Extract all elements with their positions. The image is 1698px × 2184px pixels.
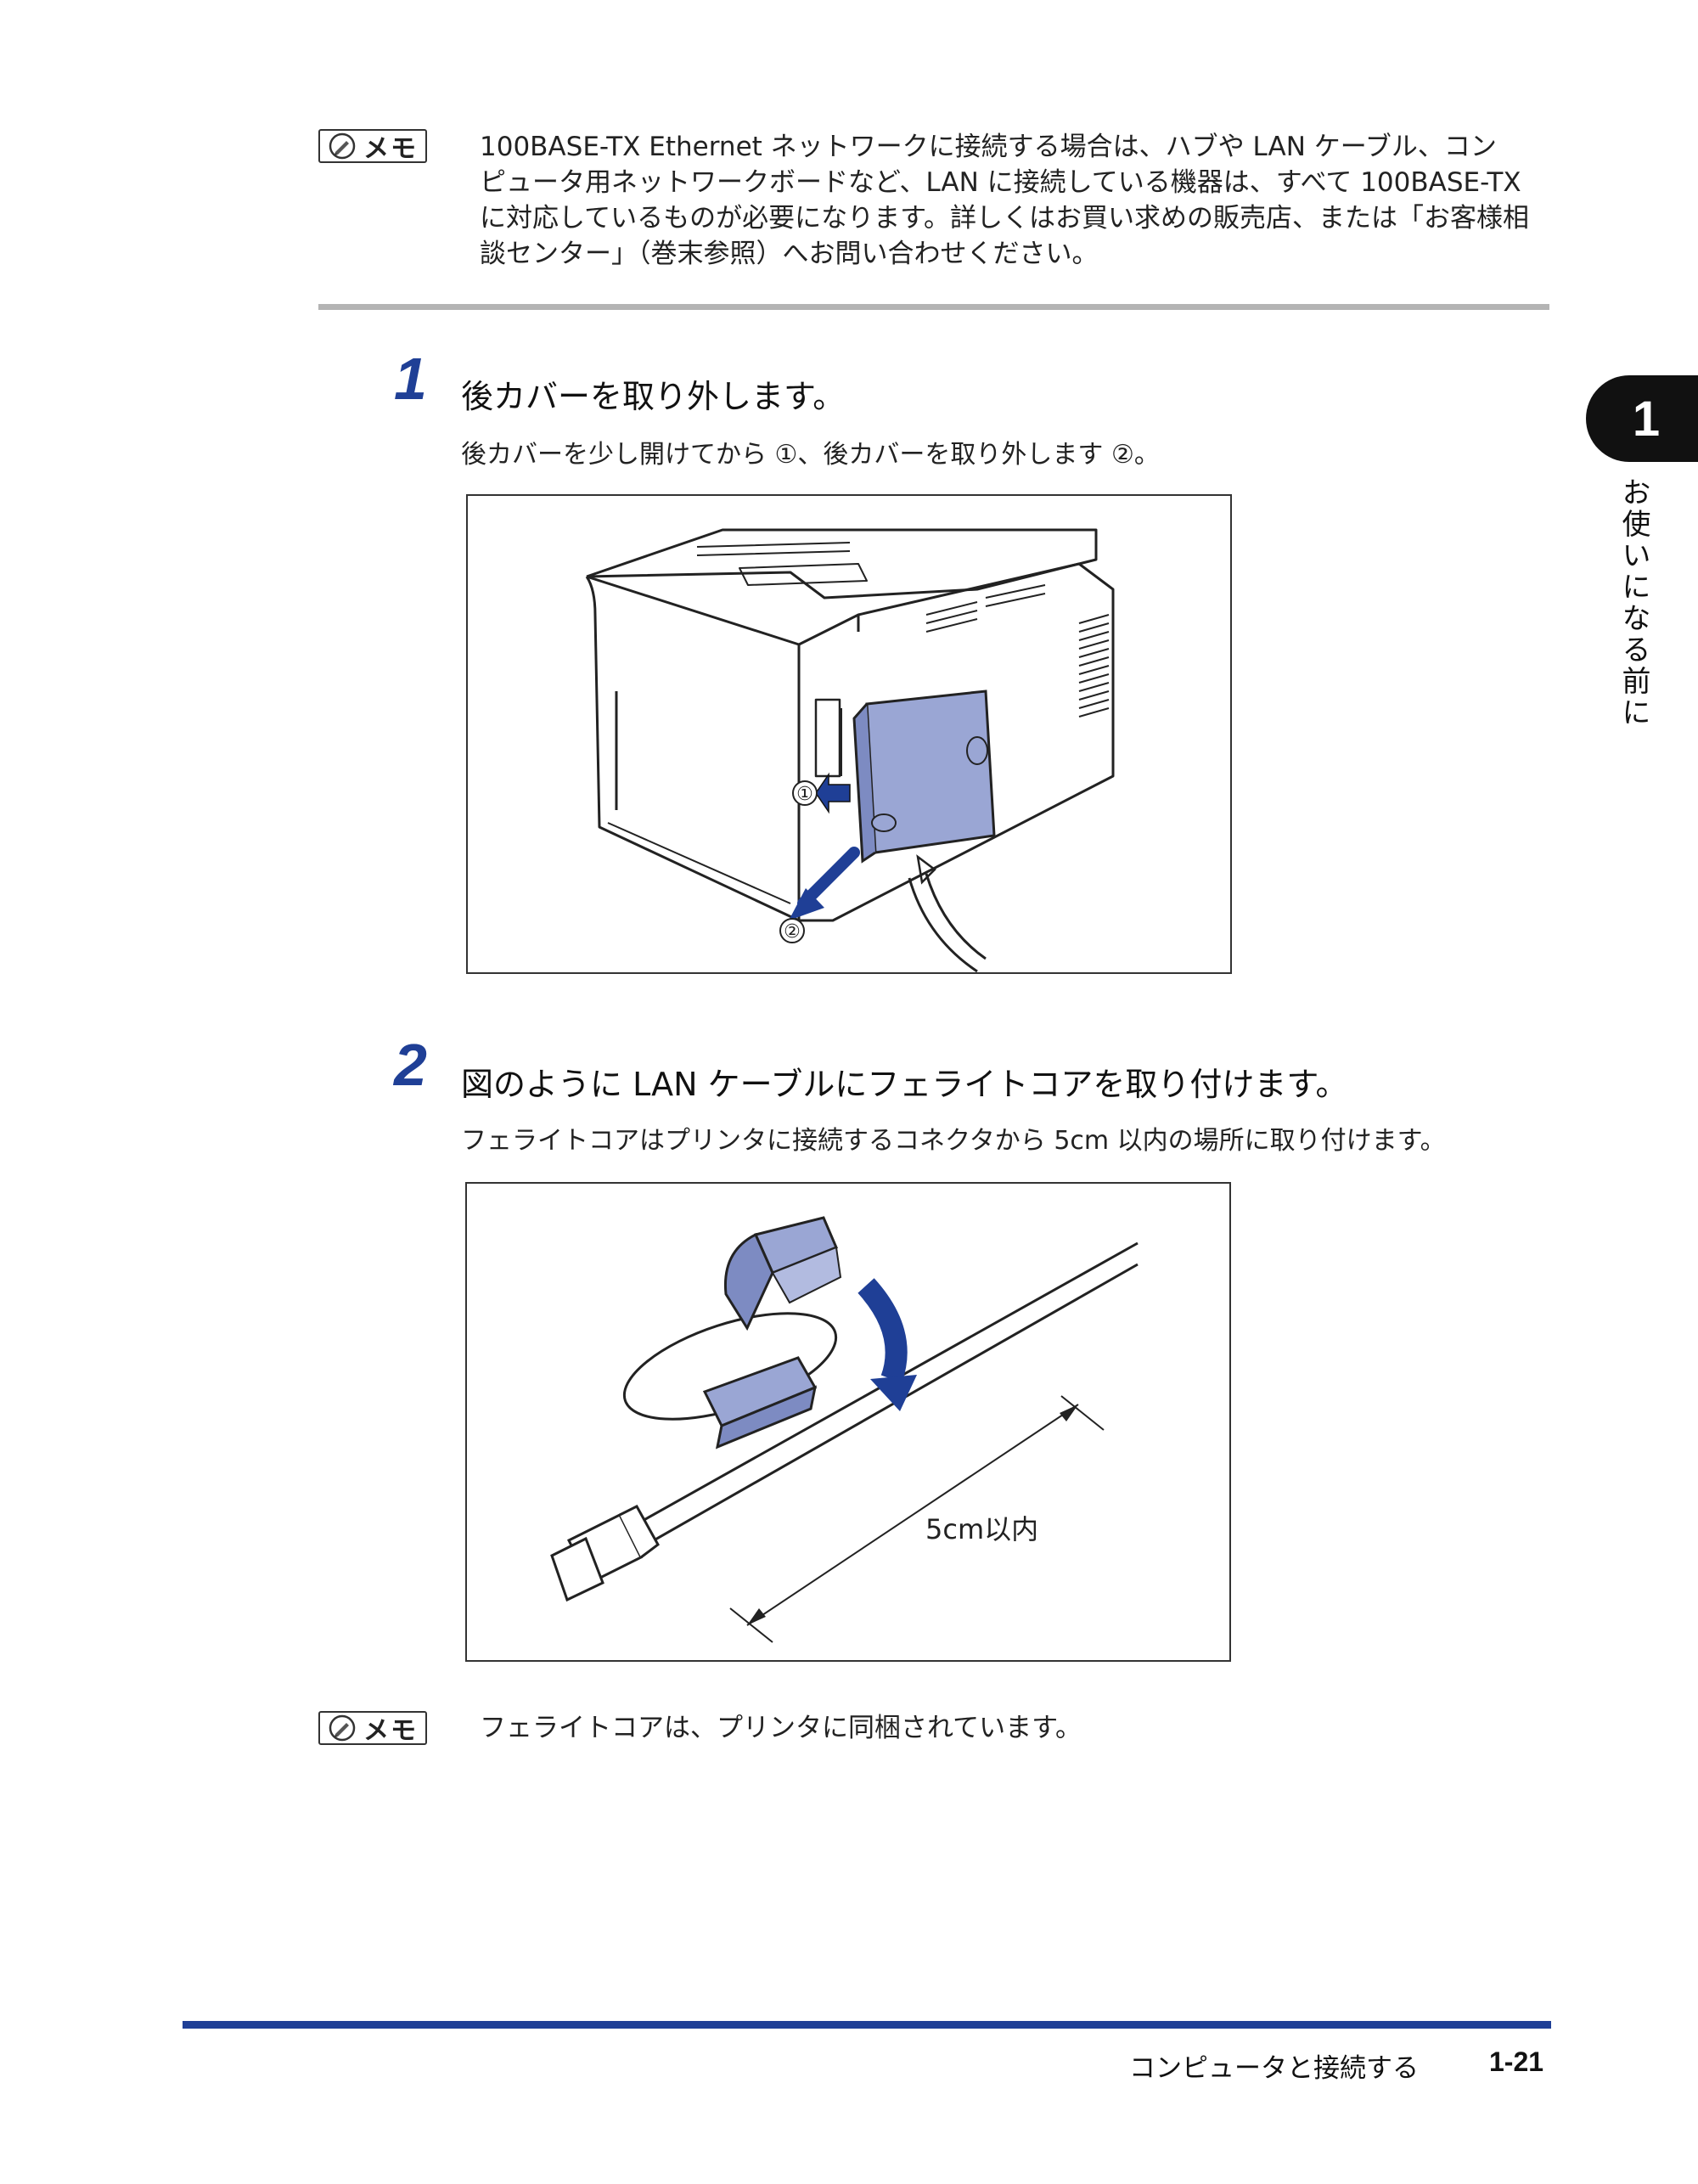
chapter-number: 1 bbox=[1632, 391, 1661, 447]
step-number: 1 bbox=[394, 346, 427, 412]
ferrite-core-illustration: 5cm以内 bbox=[550, 1216, 1139, 1643]
section-divider bbox=[318, 304, 1549, 310]
footer-section-title: コンピュータと接続する bbox=[1129, 2053, 1419, 2084]
memo-line: に対応しているものが必要になります。詳しくはお買い求めの販売店、または「お客様相 bbox=[480, 203, 1529, 234]
memo-line: 100BASE-TX Ethernet ネットワークに接続する場合は、ハブや L… bbox=[480, 132, 1497, 162]
pencil-icon bbox=[329, 1714, 356, 1742]
callout-2: ② bbox=[784, 921, 801, 943]
step-number: 2 bbox=[394, 1032, 427, 1098]
printer-illustration: ① ② bbox=[585, 528, 1115, 973]
memo-text: 100BASE-TX Ethernet ネットワークに接続する場合は、ハブや L… bbox=[480, 129, 1554, 272]
memo-badge: メモ bbox=[318, 129, 427, 164]
printer-rear-cover-figure: ① ② bbox=[466, 494, 1232, 974]
page-number: 1-21 bbox=[1489, 2046, 1544, 2077]
memo-line: ピュータ用ネットワークボードなど、LAN に接続している機器は、すべて 100B… bbox=[480, 167, 1521, 198]
chapter-title: お使いになる前に bbox=[1616, 477, 1650, 729]
distance-label: 5cm以内 bbox=[925, 1513, 1038, 1545]
callout-1: ① bbox=[796, 784, 813, 805]
footer-rule bbox=[183, 2021, 1551, 2029]
step-description: 後カバーを少し開けてから ①、後カバーを取り外します ②。 bbox=[461, 440, 1160, 470]
step-title: 図のように LAN ケーブルにフェライトコアを取り付けます。 bbox=[461, 1066, 1348, 1103]
ferrite-core-figure: 5cm以内 bbox=[465, 1182, 1231, 1662]
memo-label: メモ bbox=[363, 134, 418, 164]
memo-text: フェライトコアは、プリンタに同梱されています。 bbox=[480, 1713, 1082, 1743]
chapter-tab: 1 bbox=[1586, 375, 1698, 462]
step-description: フェライトコアはプリンタに接続するコネクタから 5cm 以内の場所に取り付けます… bbox=[461, 1126, 1446, 1156]
memo-badge: メモ bbox=[318, 1711, 427, 1746]
pencil-icon bbox=[329, 132, 356, 160]
memo-label: メモ bbox=[363, 1716, 418, 1746]
step-title: 後カバーを取り外します。 bbox=[461, 378, 846, 415]
memo-line: 談センター」（巻末参照）へお問い合わせください。 bbox=[480, 239, 1099, 269]
